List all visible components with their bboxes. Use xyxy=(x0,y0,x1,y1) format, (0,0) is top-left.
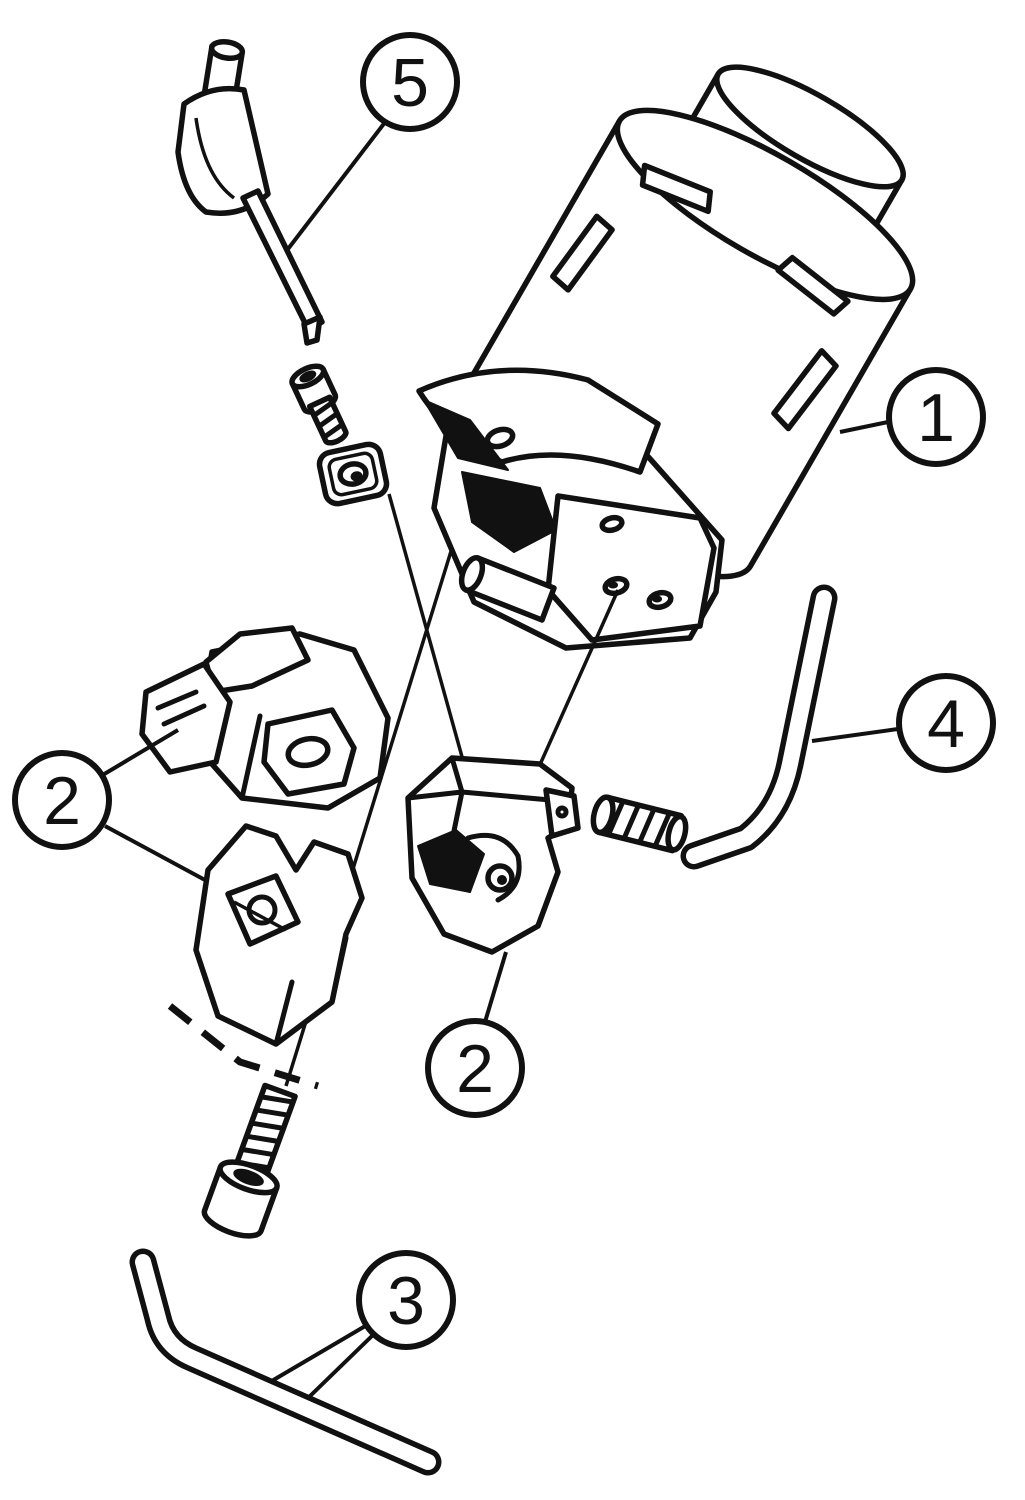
seat-hole-core xyxy=(608,581,618,589)
clamp-screw xyxy=(201,1082,298,1239)
callout-circle xyxy=(360,32,460,132)
callout-1: 1 xyxy=(839,367,986,467)
cartridge-lower-left xyxy=(193,823,365,1047)
callout-leader xyxy=(104,824,206,882)
assembly-axis-line xyxy=(532,589,620,779)
callout-number: 2 xyxy=(43,763,81,839)
set-screw xyxy=(590,794,689,854)
tab-hole xyxy=(555,805,569,819)
callout-number: 2 xyxy=(456,1031,494,1107)
body-cap-top xyxy=(714,64,906,190)
callout-number: 1 xyxy=(917,380,955,456)
callout-leader xyxy=(483,951,508,1023)
hex-key-bottom xyxy=(129,1248,442,1476)
set-screw-end xyxy=(590,794,616,836)
callout-number: 5 xyxy=(391,45,429,121)
pocket-screw-hole xyxy=(484,426,516,450)
screwdriver-handle-line xyxy=(194,117,236,200)
callout-2-left: 2 xyxy=(12,728,206,882)
callout-number: 3 xyxy=(387,1263,425,1339)
callout-circle xyxy=(425,1018,525,1118)
torque-screwdriver xyxy=(175,38,325,346)
hidden-edge-dashed-line xyxy=(167,1003,320,1090)
body-slot xyxy=(550,213,615,293)
hole-diagonal xyxy=(233,900,287,932)
body-slot xyxy=(639,162,713,215)
callout-circle xyxy=(12,750,112,850)
body-slot xyxy=(775,254,851,317)
set-screw-tip xyxy=(665,813,689,853)
pocket-hole xyxy=(285,735,331,769)
callout-leader xyxy=(306,1332,376,1400)
callout-5: 5 xyxy=(286,32,460,251)
clamp-serrations xyxy=(155,689,207,727)
insert-chamfer xyxy=(327,451,379,497)
clamp-curve xyxy=(465,832,522,903)
cutting-insert xyxy=(316,441,390,507)
callout-4: 4 xyxy=(811,673,996,773)
side-tab xyxy=(543,787,581,839)
callout-leader xyxy=(286,119,388,251)
seat-shadow xyxy=(461,471,557,553)
cartridge-body xyxy=(193,823,365,1047)
cutter-head xyxy=(416,367,725,651)
screw-threads xyxy=(234,1094,296,1171)
callout-leader xyxy=(99,728,180,778)
body-slot xyxy=(771,348,839,432)
callout-leader xyxy=(839,420,889,434)
insert-screw xyxy=(289,363,349,446)
callout-3: 3 xyxy=(268,1250,456,1400)
hex-key-right xyxy=(680,584,838,870)
facet-line xyxy=(239,713,263,801)
pocket-shadow xyxy=(423,399,509,471)
screw-socket xyxy=(233,1168,264,1187)
cartridge-upper-left xyxy=(139,625,391,811)
callout-leader xyxy=(268,1323,369,1384)
insert-hole-core xyxy=(350,471,363,482)
screw-socket xyxy=(299,370,317,383)
body-cylinder-top xyxy=(614,107,916,303)
seat-hole-core xyxy=(652,595,662,603)
pocket-shadow xyxy=(417,829,485,893)
screwdriver-tip-top xyxy=(208,38,246,62)
hex-key-body xyxy=(135,1254,436,1470)
callout-leader xyxy=(811,727,899,743)
facet-line xyxy=(273,935,349,1047)
screwdriver-handle xyxy=(175,85,271,216)
clamp-finger xyxy=(139,661,233,775)
cartridge-center xyxy=(405,755,581,955)
set-screw-threads xyxy=(605,798,673,849)
callout-circle xyxy=(886,367,986,467)
callout-circle xyxy=(896,673,996,773)
screw-hole-core xyxy=(497,875,507,885)
seat-top-hole xyxy=(599,514,625,534)
screwdriver-shaft-tip xyxy=(301,314,323,346)
callout-number: 4 xyxy=(927,686,965,762)
cartridge-seat xyxy=(545,493,717,643)
callout-circle xyxy=(356,1250,456,1350)
cartridge-body xyxy=(405,755,575,955)
hex-key-body xyxy=(686,590,832,864)
screwdriver-shaft xyxy=(240,188,325,332)
screw-threads xyxy=(311,400,345,440)
coolant-pin-cap xyxy=(458,555,486,593)
callout-2-center: 2 xyxy=(425,951,525,1118)
